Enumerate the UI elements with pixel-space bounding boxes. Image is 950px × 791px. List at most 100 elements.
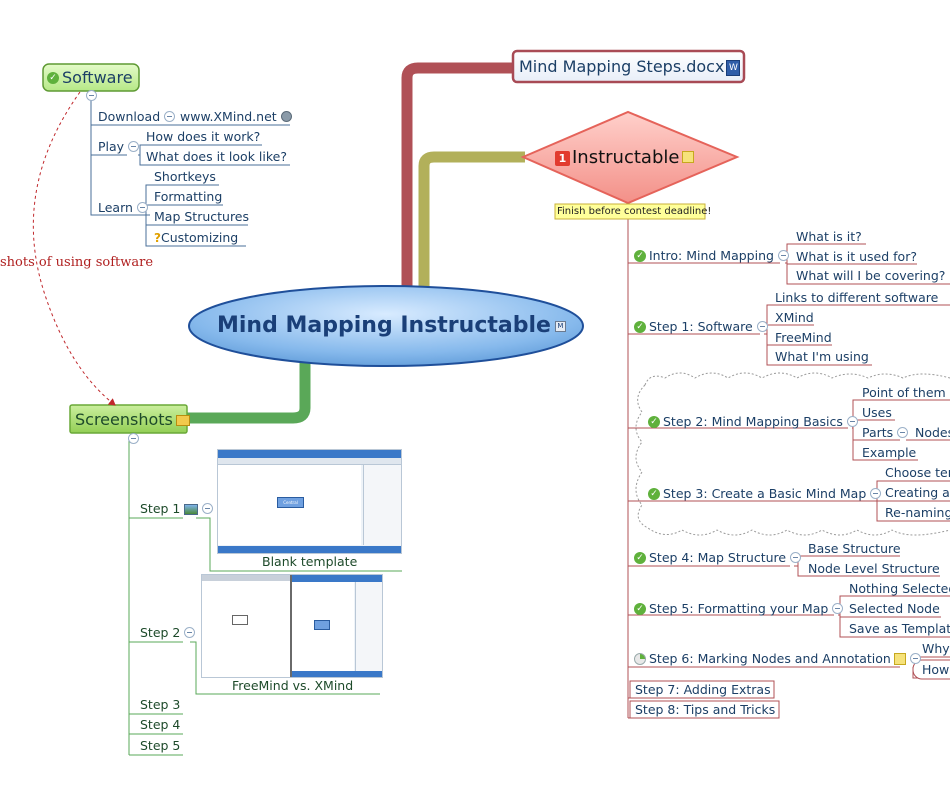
collapse-icon[interactable] (86, 90, 97, 101)
step3-node[interactable]: ✓Step 3: Create a Basic Mind Map (648, 486, 882, 502)
screenshot-step[interactable]: Step 4 (140, 717, 181, 732)
learn-item[interactable]: ?Customizing (154, 230, 238, 246)
step1-item[interactable]: FreeMind (775, 330, 832, 345)
step5-item[interactable]: Nothing Selected (849, 581, 950, 596)
download-label: Download (98, 109, 161, 124)
note-icon (682, 151, 695, 163)
step7-node[interactable]: Step 7: Adding Extras (635, 682, 771, 697)
step2-item[interactable]: Example (862, 445, 917, 460)
step6-item[interactable]: How (922, 662, 950, 677)
collapse-icon[interactable] (128, 433, 139, 444)
step4-item[interactable]: Base Structure (808, 541, 901, 556)
collapse-icon[interactable] (790, 552, 802, 563)
step1-item[interactable]: Links to different software (775, 290, 939, 305)
collapse-icon[interactable] (184, 627, 196, 638)
step5-item[interactable]: Selected Node (849, 601, 940, 616)
screenshot-step[interactable]: Step 2 (140, 625, 196, 641)
screenshot-step[interactable]: Step 3 (140, 697, 181, 712)
collapse-icon[interactable] (846, 416, 858, 427)
step5-label: Step 5: Formatting your Map (649, 601, 829, 616)
task-progress-icon (634, 652, 646, 665)
learn-label: Learn (98, 200, 133, 215)
play-item[interactable]: What does it look like? (146, 149, 287, 164)
collapse-icon[interactable] (777, 250, 789, 261)
screenshots-topic[interactable]: Screenshots (75, 410, 190, 430)
step3-item[interactable]: Creating a (885, 485, 950, 500)
step6-label: Step 6: Marking Nodes and Annotation (649, 651, 891, 666)
task-done-icon: ✓ (47, 71, 59, 84)
intro-item[interactable]: What is it used for? (796, 249, 917, 264)
note-icon (893, 652, 906, 665)
step8-box (629, 700, 780, 719)
intro-node[interactable]: ✓Intro: Mind Mapping (634, 248, 789, 264)
step4-node[interactable]: ✓Step 4: Map Structure (634, 550, 802, 566)
branch-docx (401, 62, 513, 290)
learn-item[interactable]: Map Structures (154, 209, 250, 224)
collapse-icon[interactable] (870, 488, 882, 499)
collapse-icon[interactable] (897, 427, 909, 438)
screenshots-topic-label: Screenshots (75, 410, 173, 429)
instructable-topic-shape (520, 110, 740, 205)
thumbnail-caption: Blank template (262, 554, 358, 569)
xmind-link-node[interactable]: www.XMind.net (180, 109, 292, 125)
collapse-icon[interactable] (136, 202, 148, 213)
step4-item[interactable]: Node Level Structure (808, 561, 940, 576)
step2-item[interactable]: Parts (862, 425, 909, 441)
step1-label: Step 1: Software (649, 319, 753, 334)
branch-instructable (418, 151, 525, 292)
intro-item[interactable]: What is it? (796, 229, 862, 244)
collapse-icon[interactable] (756, 321, 768, 332)
step5-node[interactable]: ✓Step 5: Formatting your Map (634, 601, 844, 617)
screenshots-branches (128, 437, 402, 756)
branch-screenshots (187, 362, 311, 424)
task-done-icon: ✓ (648, 487, 660, 500)
step3-item[interactable]: Re-naming (885, 505, 950, 520)
step2-item[interactable]: Nodes (915, 425, 950, 440)
step2-node[interactable]: ✓Step 2: Mind Mapping Basics (648, 414, 858, 430)
relationship-label[interactable]: shots of using software (0, 255, 154, 270)
download-node[interactable]: Download (98, 109, 176, 125)
step2-item[interactable]: Uses (862, 405, 892, 420)
blank-template-thumbnail[interactable]: Central Topic (217, 449, 402, 554)
software-topic-label: Software (62, 68, 133, 87)
step6-item[interactable]: Why (922, 641, 950, 656)
software-topic[interactable]: ✓Software (47, 68, 133, 88)
step1-item[interactable]: XMind (775, 310, 814, 325)
step1-node[interactable]: ✓Step 1: Software (634, 319, 768, 335)
collapse-icon[interactable] (202, 503, 214, 514)
thumbnail-topic: Central Topic (277, 497, 304, 514)
learn-item[interactable]: Formatting (154, 189, 223, 204)
intro-item[interactable]: What will I be covering? (796, 268, 946, 283)
intro-label: Intro: Mind Mapping (649, 248, 774, 263)
step1-item[interactable]: What I'm using (775, 349, 869, 364)
collapse-icon[interactable] (128, 141, 140, 152)
instructable-topic[interactable]: 1 Instructable (555, 147, 695, 169)
collapse-icon[interactable] (909, 653, 921, 664)
step4-label: Step 4: Map Structure (649, 550, 787, 565)
learn-item[interactable]: Shortkeys (154, 169, 216, 184)
task-done-icon: ✓ (634, 249, 646, 262)
instructable-topic-label: Instructable (572, 147, 680, 168)
freemind-vs-xmind-thumbnail[interactable] (201, 574, 383, 678)
step2-item[interactable]: Point of them (862, 385, 946, 400)
collapse-icon[interactable] (164, 111, 176, 122)
priority-1-icon: 1 (555, 150, 570, 166)
step-label: Step 2 (140, 625, 181, 640)
attachment-icon: W (726, 59, 741, 76)
step6-node[interactable]: Step 6: Marking Nodes and Annotation (634, 651, 921, 667)
learn-node[interactable]: Learn (98, 200, 148, 216)
screenshot-step[interactable]: Step 1 (140, 501, 214, 517)
step3-label: Step 3: Create a Basic Mind Map (663, 486, 867, 501)
question-icon: ? (154, 231, 161, 245)
step3-item[interactable]: Choose ter (885, 465, 950, 480)
step5-item[interactable]: Save as Templat (849, 621, 950, 636)
play-item[interactable]: How does it work? (146, 129, 261, 144)
priority-label: 1 (558, 151, 567, 165)
play-node[interactable]: Play (98, 139, 140, 155)
folder-icon (175, 415, 190, 426)
step8-node[interactable]: Step 8: Tips and Tricks (635, 702, 776, 717)
screenshot-step[interactable]: Step 5 (140, 738, 181, 753)
collapse-icon[interactable] (832, 603, 844, 614)
